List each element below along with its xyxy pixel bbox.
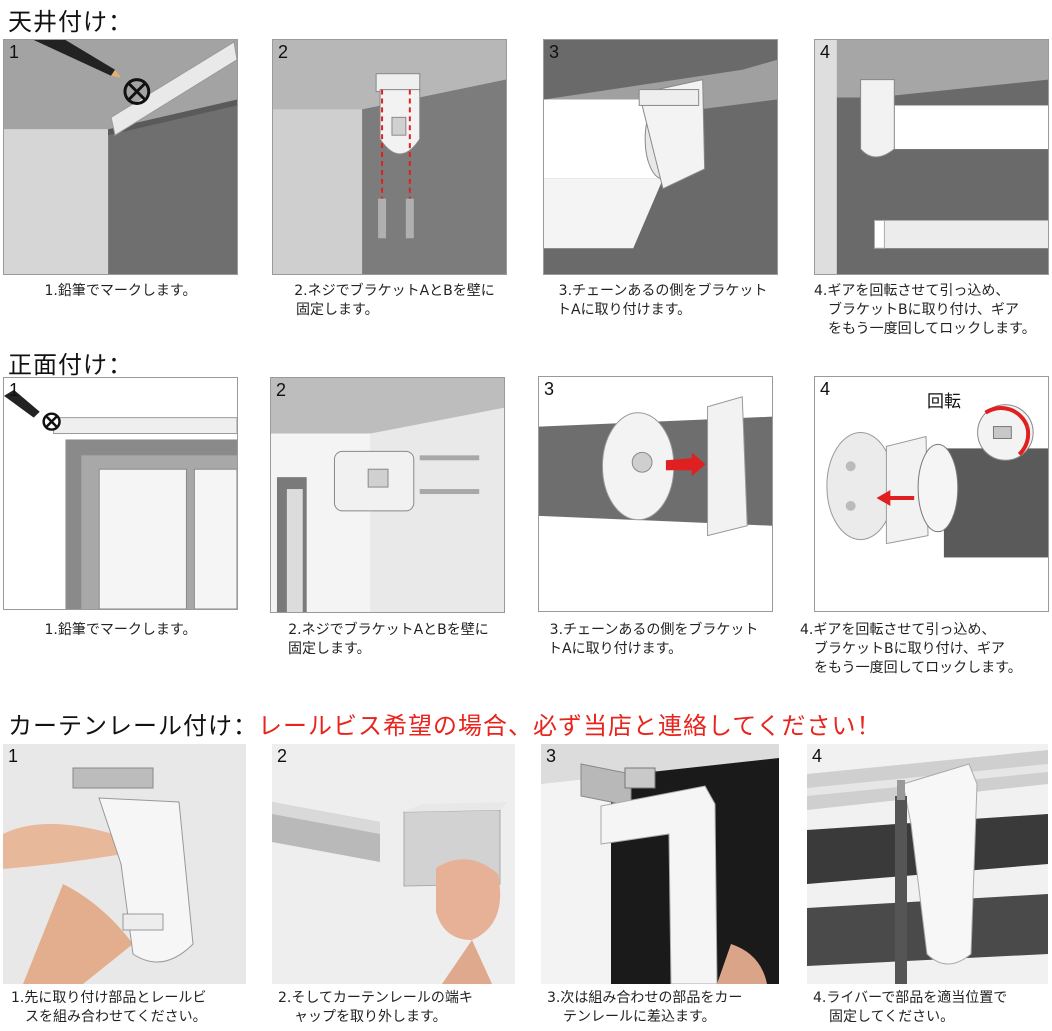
section-title-front: 正面付け： (8, 345, 133, 380)
rail-step-3-image: 3 (541, 744, 779, 984)
front-step-2-illustration (271, 378, 504, 612)
rail-step-4-image: 4 (807, 744, 1048, 984)
caption-line: スを組み合わせてください。 (25, 1009, 207, 1025)
caption-line: をもう一度回してロックします。 (828, 321, 1036, 337)
caption-line: ブラケットBに取り付け、ギア (814, 641, 1005, 657)
rail-title-text: カーテンレール付け： (8, 712, 258, 740)
rail-step-2-caption: 2.そしてカーテンレールの端キ ャップを取り外します。 (272, 989, 517, 1027)
caption-line: 固定します。 (288, 641, 371, 657)
step-number: 3 (549, 42, 560, 62)
ceiling-title-text: 天井付け： (8, 8, 133, 36)
caption-line: 固定します。 (296, 302, 379, 318)
front-step-4-image: 4 回転 (814, 376, 1049, 612)
caption-line: トAに取り付けます。 (557, 302, 692, 318)
caption-line: テンレールに差込ます。 (563, 1009, 716, 1025)
ceiling-step-4-image: 4 (814, 39, 1049, 275)
rail-warning-text: レールビス希望の場合、必ず当店と連絡してください！ (258, 712, 882, 740)
rail-step-2-image: 2 (272, 744, 515, 984)
caption-line: 1.鉛筆でマークします。 (44, 622, 197, 638)
caption-line: 2.そしてカーテンレールの端キ (278, 990, 473, 1006)
step-number: 1 (9, 42, 20, 62)
caption-line: ャップを取り外します。 (294, 1009, 447, 1025)
step-number: 3 (544, 379, 555, 399)
ceiling-step-3-caption: 3.チェーンあるの側をブラケット トAに取り付けます。 (543, 282, 783, 320)
caption-line: 3.チェーンあるの側をブラケット (549, 622, 759, 638)
ceiling-step-3-illustration (544, 40, 777, 274)
front-step-3-image: 3 (538, 376, 773, 612)
ceiling-step-2-caption: 2.ネジでブラケットAとBを壁に 固定します。 (272, 282, 517, 320)
front-step-2-image: 2 (270, 377, 505, 613)
ceiling-step-1-illustration (4, 40, 237, 274)
front-step-3-caption: 3.チェーンあるの側をブラケット トAに取り付けます。 (534, 621, 774, 659)
rail-step-1-photo (3, 744, 246, 984)
rail-step-4-photo (807, 744, 1048, 984)
front-step-4-caption: 4.ギアを回転させて引っ込め、 ブラケットBに取り付け、ギア をもう一度回してロ… (800, 621, 1050, 678)
step-number: 2 (277, 746, 288, 766)
front-title-text: 正面付け： (8, 351, 133, 379)
step-number: 4 (812, 746, 823, 766)
ceiling-step-2-illustration (273, 40, 506, 274)
front-step-2-caption: 2.ネジでブラケットAとBを壁に 固定します。 (266, 621, 511, 659)
front-step-4-illustration (815, 377, 1048, 611)
step-number: 4 (820, 42, 831, 62)
ceiling-step-4-illustration (815, 40, 1048, 274)
caption-line: 1.先に取り付け部品とレールビ (11, 990, 207, 1006)
rail-step-4-caption: 4.ライバーで部品を適当位置で 固定してください。 (807, 989, 1050, 1027)
caption-line: トAに取り付けます。 (548, 641, 683, 657)
step-number: 2 (276, 380, 287, 400)
front-step-3-illustration (539, 377, 772, 611)
caption-line: 4.ギアを回転させて引っ込め、 (814, 283, 1010, 299)
caption-line: 3.次は組み合わせの部品をカー (547, 990, 743, 1006)
caption-line: 2.ネジでブラケットAとBを壁に (288, 622, 489, 638)
front-step-1-image: 1 (3, 377, 238, 610)
caption-line: 固定してください。 (829, 1009, 955, 1025)
step-number: 1 (8, 746, 19, 766)
rail-step-2-photo (272, 744, 515, 984)
caption-line: 3.チェーンあるの側をブラケット (558, 283, 768, 299)
caption-line: 2.ネジでブラケットAとBを壁に (294, 283, 495, 299)
rail-step-3-photo (541, 744, 779, 984)
rail-step-3-caption: 3.次は組み合わせの部品をカー テンレールに差込ます。 (541, 989, 786, 1027)
rail-step-1-caption: 1.先に取り付け部品とレールビ スを組み合わせてください。 (3, 989, 248, 1027)
ceiling-step-3-image: 3 (543, 39, 778, 275)
rail-step-1-image: 1 (3, 744, 246, 984)
front-step-1-caption: 1.鉛筆でマークします。 (3, 621, 238, 640)
rotate-label: 回転 (927, 392, 961, 412)
step-number: 1 (9, 380, 20, 400)
ceiling-step-1-caption: 1.鉛筆でマークします。 (3, 282, 238, 301)
section-title-ceiling: 天井付け： (8, 2, 133, 37)
step-number: 2 (278, 42, 289, 62)
caption-line: 4.ライバーで部品を適当位置で (813, 990, 1008, 1006)
ceiling-step-1-image: 1 (3, 39, 238, 275)
ceiling-step-2-image: 2 (272, 39, 507, 275)
caption-line: ブラケットBに取り付け、ギア (828, 302, 1019, 318)
front-step-1-illustration (4, 378, 237, 609)
section-title-rail: カーテンレール付け：レールビス希望の場合、必ず当店と連絡してください！ (8, 706, 882, 741)
caption-line: 1.鉛筆でマークします。 (44, 283, 197, 299)
ceiling-step-4-caption: 4.ギアを回転させて引っ込め、 ブラケットBに取り付け、ギア をもう一度回してロ… (814, 282, 1050, 339)
step-number: 4 (820, 379, 831, 399)
step-number: 3 (546, 746, 557, 766)
caption-line: をもう一度回してロックします。 (814, 660, 1022, 676)
caption-line: 4.ギアを回転させて引っ込め、 (800, 622, 996, 638)
